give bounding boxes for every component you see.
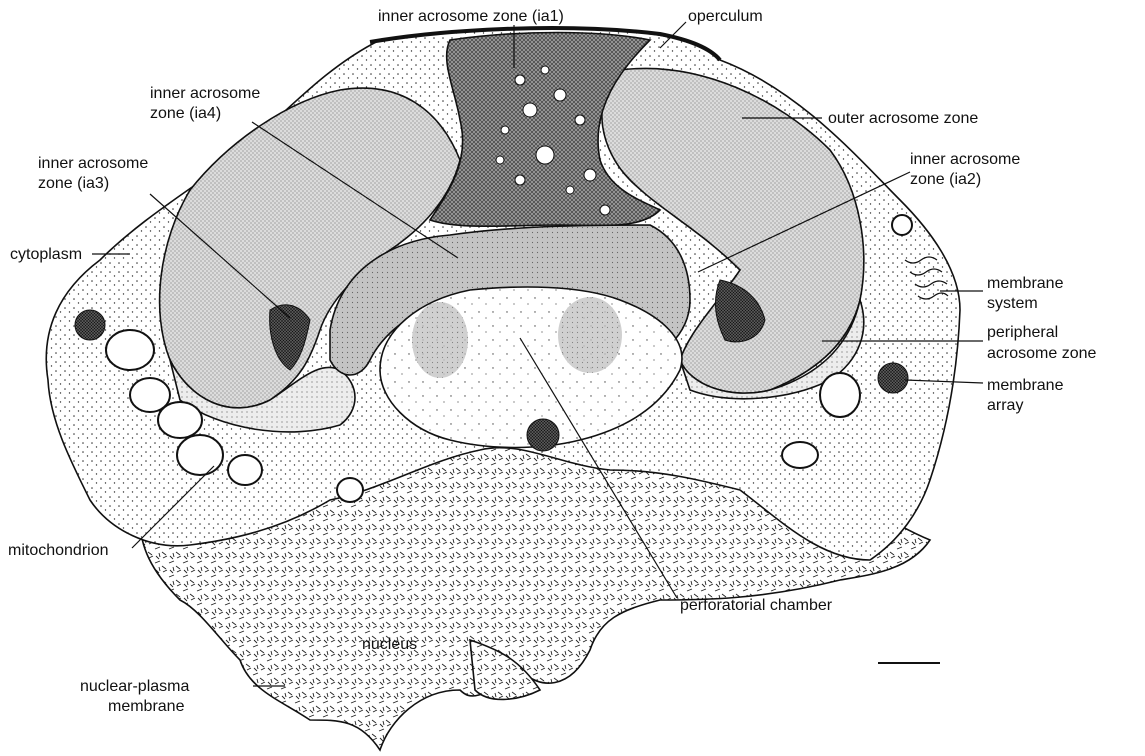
mitochondrion	[106, 330, 154, 370]
mitochondrion	[337, 478, 363, 502]
label-membrane-system: membrane system	[987, 275, 1068, 312]
mitochondrion	[177, 435, 223, 475]
mitochondrion	[158, 402, 202, 438]
label-inner-acrosome-zone-ia1: inner acrosome zone (ia1)	[378, 8, 564, 25]
chamber-dense-body-left	[412, 302, 468, 378]
membrane-array-body	[75, 310, 105, 340]
label-operculum: operculum	[688, 8, 763, 25]
membrane-array-body	[527, 419, 559, 451]
label-inner-acrosome-zone-ia3: inner acrosome zone (ia3)	[38, 155, 153, 192]
chamber-dense-body-right	[558, 297, 622, 373]
mitochondrion	[820, 373, 860, 417]
label-outer-acrosome-zone: outer acrosome zone	[828, 110, 978, 127]
label-membrane-array: membrane array	[987, 377, 1068, 414]
label-nucleus: nucleus	[362, 636, 417, 653]
label-inner-acrosome-zone-ia2: inner acrosome zone (ia2)	[910, 151, 1025, 188]
label-perforatorial-chamber: perforatorial chamber	[680, 597, 833, 614]
label-nuclear-plasma-membrane: nuclear-plasma membrane	[80, 678, 194, 715]
label-mitochondrion: mitochondrion	[8, 542, 109, 559]
mitochondrion	[892, 215, 912, 235]
label-cytoplasm: cytoplasm	[10, 246, 82, 263]
mitochondrion	[782, 442, 818, 468]
label-peripheral-acrosome-zone: peripheral acrosome zone	[987, 324, 1096, 362]
membrane-array-body	[878, 363, 908, 393]
label-inner-acrosome-zone-ia4: inner acrosome zone (ia4)	[150, 85, 265, 122]
mitochondrion	[228, 455, 262, 485]
